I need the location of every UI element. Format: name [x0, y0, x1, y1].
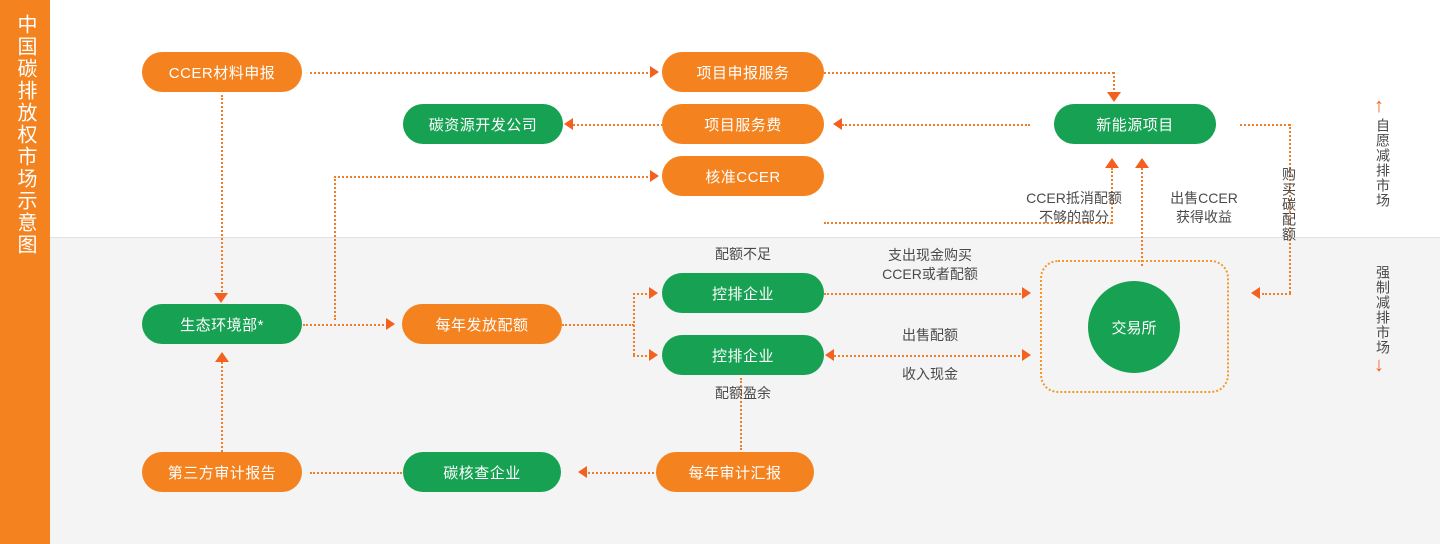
node-carbon-resource-company-label: 碳资源开发公司 — [428, 116, 538, 134]
market-divider — [50, 237, 1440, 238]
connector-verification-to-third-party — [310, 472, 402, 474]
connector-ministry-to-quota — [303, 324, 388, 326]
mandatory-market-arrow-icon: ↓ — [1374, 354, 1384, 376]
node-exchange-label: 交易所 — [1111, 319, 1157, 337]
node-annual-quota-issue[interactable]: 每年发放配额 — [402, 304, 562, 344]
node-project-service-fee[interactable]: 项目服务费 — [662, 104, 824, 144]
node-new-energy-project[interactable]: 新能源项目 — [1054, 104, 1216, 144]
page-title: 中国碳排放权市场示意图 — [14, 14, 36, 256]
label-ccer-offset: CCER抵消配额 不够的部分 — [1026, 190, 1122, 225]
connector-approved-ccer-to-newenergy-h — [824, 222, 1112, 224]
arrowhead-enterprise2-right — [825, 349, 834, 361]
connector-third-party-to-ministry — [221, 362, 223, 452]
arrowhead-newenergy-top — [1107, 92, 1121, 102]
connector-newenergy-to-exchange-v — [1289, 124, 1291, 293]
arrowhead-enterprise2-left — [649, 349, 658, 361]
connector-quota-to-enterprise2 — [633, 355, 651, 357]
label-quota-shortage: 配额不足 — [715, 246, 771, 262]
node-approved-ccer[interactable]: 核准CCER — [662, 156, 824, 196]
label-sell-quota: 出售配额 — [902, 327, 958, 343]
connector-newenergy-to-exchange-h2 — [1262, 293, 1291, 295]
arrowhead-newenergy-bottom-left — [1105, 158, 1119, 168]
node-annual-quota-issue-label: 每年发放配额 — [435, 316, 529, 334]
connector-enterprise1-to-exchange — [824, 293, 1024, 295]
arrowhead-verification-right — [578, 466, 587, 478]
label-quota-surplus: 配额盈余 — [715, 385, 771, 401]
node-controlled-enterprise-1[interactable]: 控排企业 — [662, 273, 824, 313]
label-sell-ccer: 出售CCER 获得收益 — [1170, 190, 1238, 225]
arrowhead-approved-ccer — [650, 170, 659, 182]
connector-audit-to-enterprise2 — [740, 378, 742, 450]
connector-newenergy-to-service-fee — [842, 124, 1030, 126]
node-controlled-enterprise-1-label: 控排企业 — [711, 285, 774, 303]
node-ministry-ecology-label: 生态环境部* — [180, 316, 264, 334]
label-mandatory-market: 强制减排市场 — [1375, 265, 1391, 355]
arrowhead-newenergy-bottom-right — [1135, 158, 1149, 168]
connector-quota-to-split — [562, 324, 634, 326]
node-project-service-fee-label: 项目服务费 — [704, 116, 782, 134]
node-carbon-verification-company-label: 碳核查企业 — [443, 464, 521, 482]
exchange-boundary-box — [1040, 260, 1229, 393]
arrowhead-enterprise1-left — [649, 287, 658, 299]
connector-ministry-to-approved-ccer-v — [334, 176, 336, 320]
arrowhead-exchange-right — [1251, 287, 1260, 299]
connector-exchange-to-newenergy-v — [1141, 168, 1143, 266]
label-pay-cash-buy: 支出现金购买 CCER或者配额 — [882, 247, 978, 282]
arrowhead-exchange-in-1 — [1022, 287, 1031, 299]
connector-newenergy-to-exchange-h1 — [1240, 124, 1290, 126]
title-rail: 中国碳排放权市场示意图 — [0, 0, 50, 544]
node-approved-ccer-label: 核准CCER — [705, 168, 781, 186]
voluntary-market-arrow-icon: ↑ — [1374, 95, 1384, 117]
arrowhead-project-application — [650, 66, 659, 78]
node-project-application-service[interactable]: 项目申报服务 — [662, 52, 824, 92]
arrowhead-ministry-down — [214, 293, 228, 303]
node-project-application-service-label: 项目申报服务 — [696, 64, 790, 82]
label-receive-cash: 收入现金 — [902, 366, 958, 382]
arrowhead-ministry-up — [215, 352, 229, 362]
connector-quota-to-enterprise1 — [633, 293, 651, 295]
connector-project-application-to-newenergy-v — [1113, 72, 1115, 94]
arrowhead-exchange-in-2 — [1022, 349, 1031, 361]
arrowhead-service-fee — [833, 118, 842, 130]
node-controlled-enterprise-2[interactable]: 控排企业 — [662, 335, 824, 375]
node-ministry-ecology[interactable]: 生态环境部* — [142, 304, 302, 344]
node-exchange[interactable]: 交易所 — [1088, 281, 1180, 373]
node-ccer-material-label: CCER材料申报 — [168, 64, 276, 82]
connector-approved-ccer-to-newenergy-v — [1111, 168, 1113, 224]
node-third-party-audit-report[interactable]: 第三方审计报告 — [142, 452, 302, 492]
arrowhead-quota-issue — [386, 318, 395, 330]
connector-ccer-to-project-application — [310, 72, 652, 74]
connector-enterprise2-to-exchange — [834, 355, 1024, 357]
node-annual-audit-report[interactable]: 每年审计汇报 — [656, 452, 814, 492]
node-carbon-resource-company[interactable]: 碳资源开发公司 — [403, 104, 563, 144]
node-ccer-material[interactable]: CCER材料申报 — [142, 52, 302, 92]
node-third-party-audit-report-label: 第三方审计报告 — [167, 464, 277, 482]
connector-project-application-to-newenergy-h — [824, 72, 1114, 74]
arrowhead-carbon-company — [564, 118, 573, 130]
node-new-energy-project-label: 新能源项目 — [1096, 116, 1174, 134]
label-buy-carbon-quota: 购买碳配额 — [1281, 167, 1297, 242]
label-voluntary-market: 自愿减排市场 — [1375, 118, 1391, 208]
connector-ministry-to-approved-ccer-h — [334, 176, 652, 178]
connector-quota-split-v — [633, 293, 635, 355]
connector-service-fee-to-carbon-company — [573, 124, 663, 126]
node-controlled-enterprise-2-label: 控排企业 — [711, 347, 774, 365]
connector-audit-to-verification — [588, 472, 658, 474]
connector-ccer-to-ministry — [221, 95, 223, 295]
node-annual-audit-report-label: 每年审计汇报 — [688, 464, 782, 482]
node-carbon-verification-company[interactable]: 碳核查企业 — [403, 452, 561, 492]
